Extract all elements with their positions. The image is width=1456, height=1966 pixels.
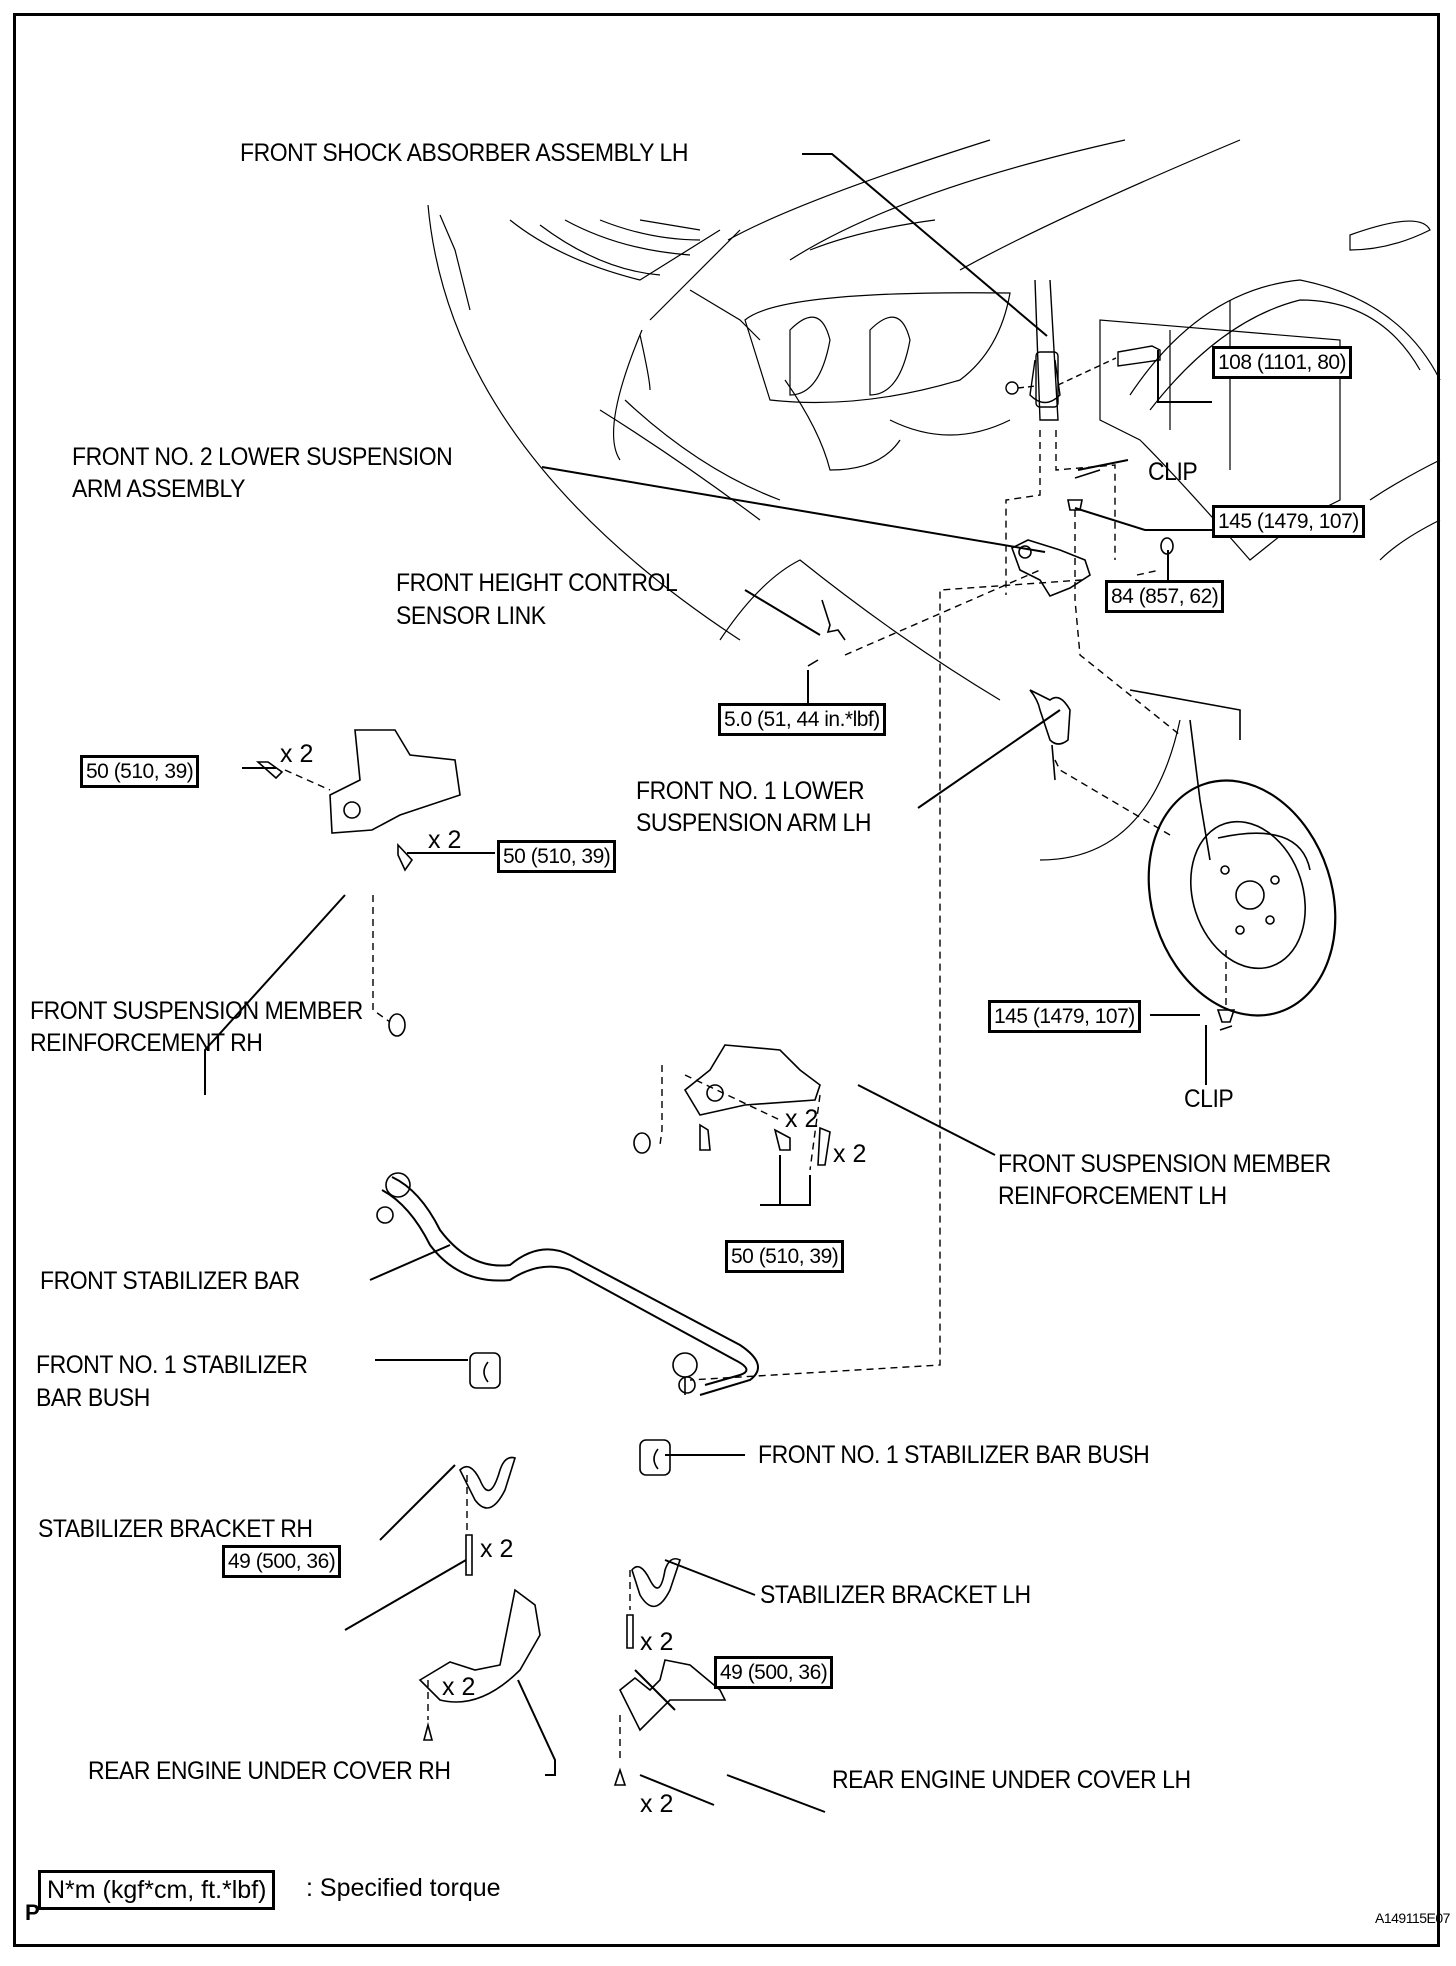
torque-shock-bolt: 108 (1101, 80): [1212, 346, 1353, 379]
label-clip-bottom: CLIP: [1184, 1085, 1234, 1113]
label-front-no2-lower-suspension-arm-line2: ARM ASSEMBLY: [72, 475, 246, 503]
torque-stabilizer-bracket-lh-bolt: 49 (500, 36): [714, 1656, 834, 1689]
label-front-suspension-member-reinforcement-rh-line2: REINFORCEMENT RH: [30, 1029, 263, 1057]
qty-reinforcement-lh-a: x 2: [785, 1105, 819, 1133]
shock-absorber-illustration: [1005, 279, 1161, 421]
label-front-no1-lower-suspension-arm-lh-line2: SUSPENSION ARM LH: [636, 809, 872, 837]
label-stabilizer-bracket-lh: STABILIZER BRACKET LH: [760, 1581, 1031, 1609]
label-front-height-control-sensor-link-line1: FRONT HEIGHT CONTROL: [396, 569, 678, 597]
label-front-shock-absorber-assembly-lh: FRONT SHOCK ABSORBER ASSEMBLY LH: [240, 139, 688, 167]
label-front-suspension-member-reinforcement-lh-line1: FRONT SUSPENSION MEMBER: [998, 1150, 1331, 1178]
legend-description: : Specified torque: [306, 1874, 501, 1902]
qty-stabilizer-bracket-lh: x 2: [640, 1628, 674, 1656]
torque-height-sensor-nut: 5.0 (51, 44 in.*lbf): [718, 703, 886, 736]
label-front-suspension-member-reinforcement-lh-line2: REINFORCEMENT LH: [998, 1182, 1227, 1210]
torque-knuckle-nut: 145 (1479, 107): [988, 1000, 1141, 1033]
diagram-frame: [13, 13, 1440, 1947]
leader-lines: [204, 153, 1212, 1813]
label-front-no1-stabilizer-bar-bush-left-line1: FRONT NO. 1 STABILIZER: [36, 1351, 308, 1379]
label-front-no1-lower-suspension-arm-lh-line1: FRONT NO. 1 LOWER: [636, 777, 865, 805]
torque-reinforcement-rh-bottom-bolt: 50 (510, 39): [497, 840, 617, 873]
label-front-stabilizer-bar: FRONT STABILIZER BAR: [40, 1267, 300, 1295]
label-front-no1-stabilizer-bar-bush-right: FRONT NO. 1 STABILIZER BAR BUSH: [758, 1441, 1150, 1469]
torque-reinforcement-lh-bolts: 50 (510, 39): [725, 1240, 845, 1273]
qty-under-cover-lh: x 2: [640, 1790, 674, 1818]
corner-mark: P: [25, 1900, 40, 1925]
torque-stabilizer-bracket-rh-bolt: 49 (500, 36): [222, 1545, 342, 1578]
label-front-suspension-member-reinforcement-rh-line1: FRONT SUSPENSION MEMBER: [30, 997, 363, 1025]
label-front-height-control-sensor-link-line2: SENSOR LINK: [396, 602, 546, 630]
qty-reinforcement-lh-b: x 2: [833, 1140, 867, 1168]
torque-reinforcement-rh-side-bolt: 50 (510, 39): [80, 755, 200, 788]
qty-reinforcement-rh-side: x 2: [280, 740, 314, 768]
torque-no2-arm-clip-nut: 145 (1479, 107): [1212, 505, 1365, 538]
label-stabilizer-bracket-rh: STABILIZER BRACKET RH: [38, 1515, 313, 1543]
torque-no2-arm-nut: 84 (857, 62): [1105, 580, 1225, 613]
qty-stabilizer-bracket-rh: x 2: [480, 1535, 514, 1563]
legend-torque-unit-box: N*m (kgf*cm, ft.*lbf): [38, 1870, 276, 1910]
label-clip-top: CLIP: [1148, 458, 1198, 486]
label-front-no2-lower-suspension-arm-line1: FRONT NO. 2 LOWER SUSPENSION: [72, 443, 453, 471]
assembly-dashed-lines: [284, 430, 1227, 1760]
vehicle-body-illustration: [427, 139, 1441, 861]
figure-code: A149115E07: [1375, 1910, 1450, 1926]
part-illustrations: [255, 469, 1337, 1786]
label-rear-engine-under-cover-lh: REAR ENGINE UNDER COVER LH: [832, 1766, 1191, 1794]
qty-under-cover-rh: x 2: [442, 1673, 476, 1701]
qty-reinforcement-rh-bottom: x 2: [428, 826, 462, 854]
label-rear-engine-under-cover-rh: REAR ENGINE UNDER COVER RH: [88, 1757, 451, 1785]
label-front-no1-stabilizer-bar-bush-left-line2: BAR BUSH: [36, 1384, 150, 1412]
